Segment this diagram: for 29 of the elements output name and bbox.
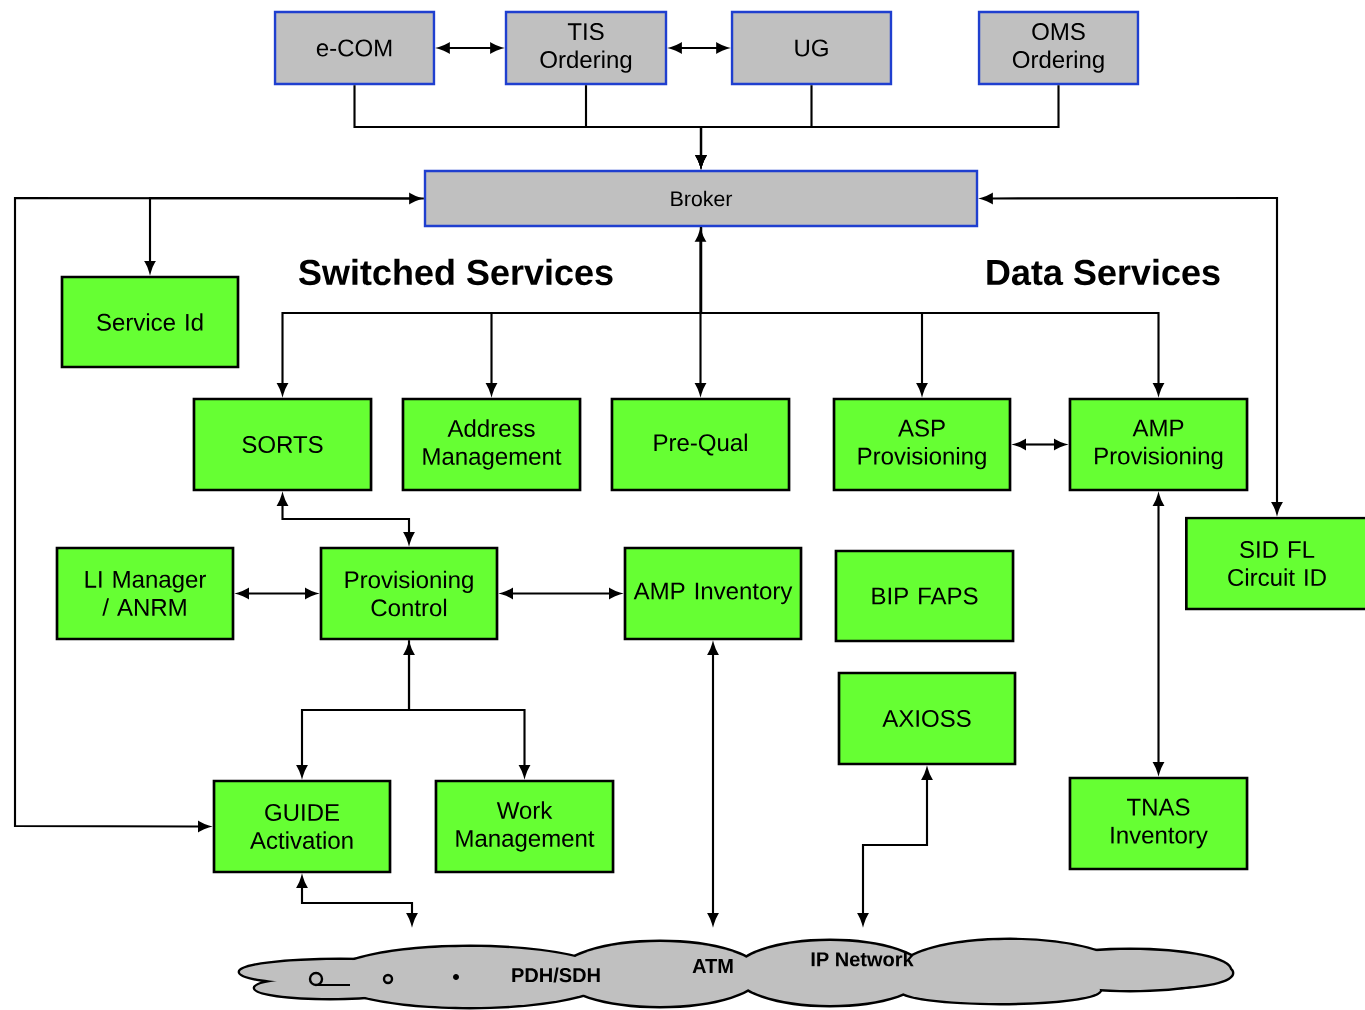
system-box: UG [730,10,893,86]
system-box: TNAS Inventory [1068,776,1249,871]
system-box: Provisioning Control [319,546,499,641]
system-box: e-COM [273,10,436,86]
network-cloud: PDH/SDH ATM IP Network [237,937,1235,1010]
system-box: OMS Ordering [977,10,1140,86]
system-box: AXIOSS [837,671,1017,766]
system-box: Pre-Qual [610,397,791,492]
system-box: LI Manager / ANRM [55,546,235,641]
system-box: ASP Provisioning [832,397,1012,492]
broker-box: Broker [423,169,979,228]
system-box: GUIDE Activation [212,779,392,874]
arrow [857,768,933,925]
system-box: SORTS [192,397,373,492]
node-label: IP Network [811,951,914,967]
arrow [296,876,418,925]
arrow [695,85,1060,167]
node-label: ATM [692,959,733,973]
system-box: Address Management [401,397,582,492]
system-box: BIP FAPS [834,549,1015,643]
arrow [707,643,719,925]
system-box: TIS Ordering [504,10,668,86]
arrow [296,643,415,777]
system-box: AMP Inventory [623,546,803,641]
arrow [670,42,728,54]
arrow [438,42,502,54]
system-box: Service Id [60,275,240,369]
system-box: SID FL Circuit ID [1185,516,1365,611]
system-box: Work Management [434,779,615,874]
